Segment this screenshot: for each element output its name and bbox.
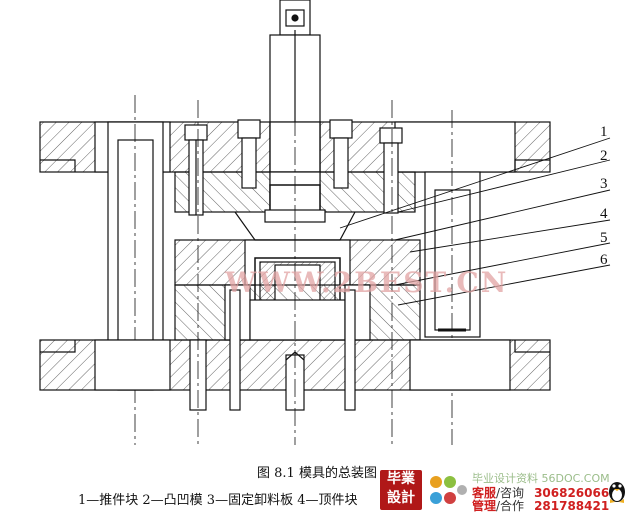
advert-site: 毕业设计资料 56DOC.COM bbox=[472, 472, 610, 485]
callout-2: 2 bbox=[600, 148, 608, 164]
service-number: 306826066 bbox=[534, 486, 610, 500]
advert-row-service: 客服/咨询 306826066 bbox=[472, 484, 609, 501]
advert-row-management: 管理/合作 281788421 bbox=[472, 497, 609, 514]
colored-dots-icon bbox=[430, 476, 467, 504]
callout-5: 5 bbox=[600, 230, 608, 246]
callout-6: 6 bbox=[600, 252, 608, 268]
right-guide-post bbox=[424, 110, 481, 445]
figure-legend: 1—推件块 2—凸凹模 3—固定卸料板 4—顶件块 bbox=[78, 493, 358, 508]
callout-3: 3 bbox=[600, 176, 608, 192]
leader-lines bbox=[339, 137, 611, 306]
advert-banner[interactable]: 毕業 設計 毕业设计资料 56DOC.COM 客服/咨询 306826066 管理… bbox=[380, 470, 630, 513]
management-label: 管理 bbox=[472, 499, 497, 513]
upper-screws bbox=[184, 119, 403, 216]
center-lines bbox=[197, 60, 393, 445]
callout-4: 4 bbox=[600, 206, 608, 222]
service-label: 客服 bbox=[472, 486, 497, 500]
management-number: 281788421 bbox=[534, 499, 610, 513]
callout-1: 1 bbox=[600, 124, 608, 140]
left-guide-post bbox=[107, 95, 164, 445]
lower-base-plate bbox=[39, 289, 551, 411]
lower-die-plate bbox=[174, 284, 421, 341]
graduation-design-logo: 毕業 設計 bbox=[380, 470, 422, 510]
watermark-text: WWW.2BEST.CN bbox=[224, 266, 508, 299]
management-sep: /合作 bbox=[496, 499, 525, 513]
logo-line-2: 設計 bbox=[387, 490, 415, 506]
figure-caption: 图 8.1 模具的总装图 bbox=[257, 466, 377, 481]
penguin-icon bbox=[609, 482, 625, 503]
logo-line-1: 毕業 bbox=[387, 471, 415, 487]
service-sep: /咨询 bbox=[496, 486, 525, 500]
